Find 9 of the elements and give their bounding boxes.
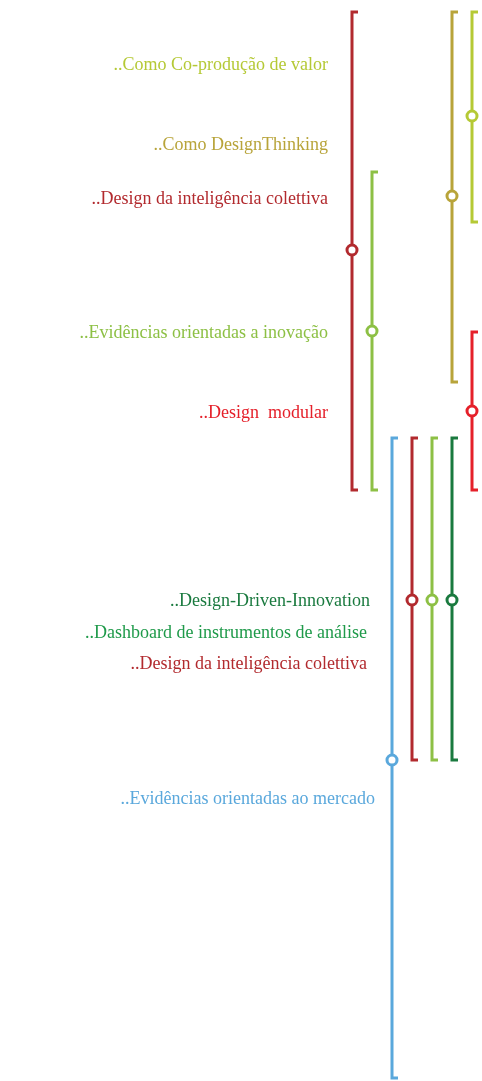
timeline-label: ..Design da inteligência colettiva [91, 187, 328, 209]
timeline-label: ..Como Co-produção de valor [113, 53, 328, 75]
timeline-label: ..Evidências orientadas ao mercado [120, 787, 375, 809]
timeline-label: ..Design da inteligência colettiva [130, 652, 367, 674]
timeline-label: ..Evidências orientadas a inovação [79, 321, 328, 343]
timeline-label: ..Design-Driven-Innovation [170, 589, 370, 611]
timeline-label: ..Dashboard de instrumentos de análise [85, 621, 367, 643]
timeline-label: ..Design modular [199, 401, 328, 423]
timeline-label: ..Como DesignThinking [153, 133, 328, 155]
